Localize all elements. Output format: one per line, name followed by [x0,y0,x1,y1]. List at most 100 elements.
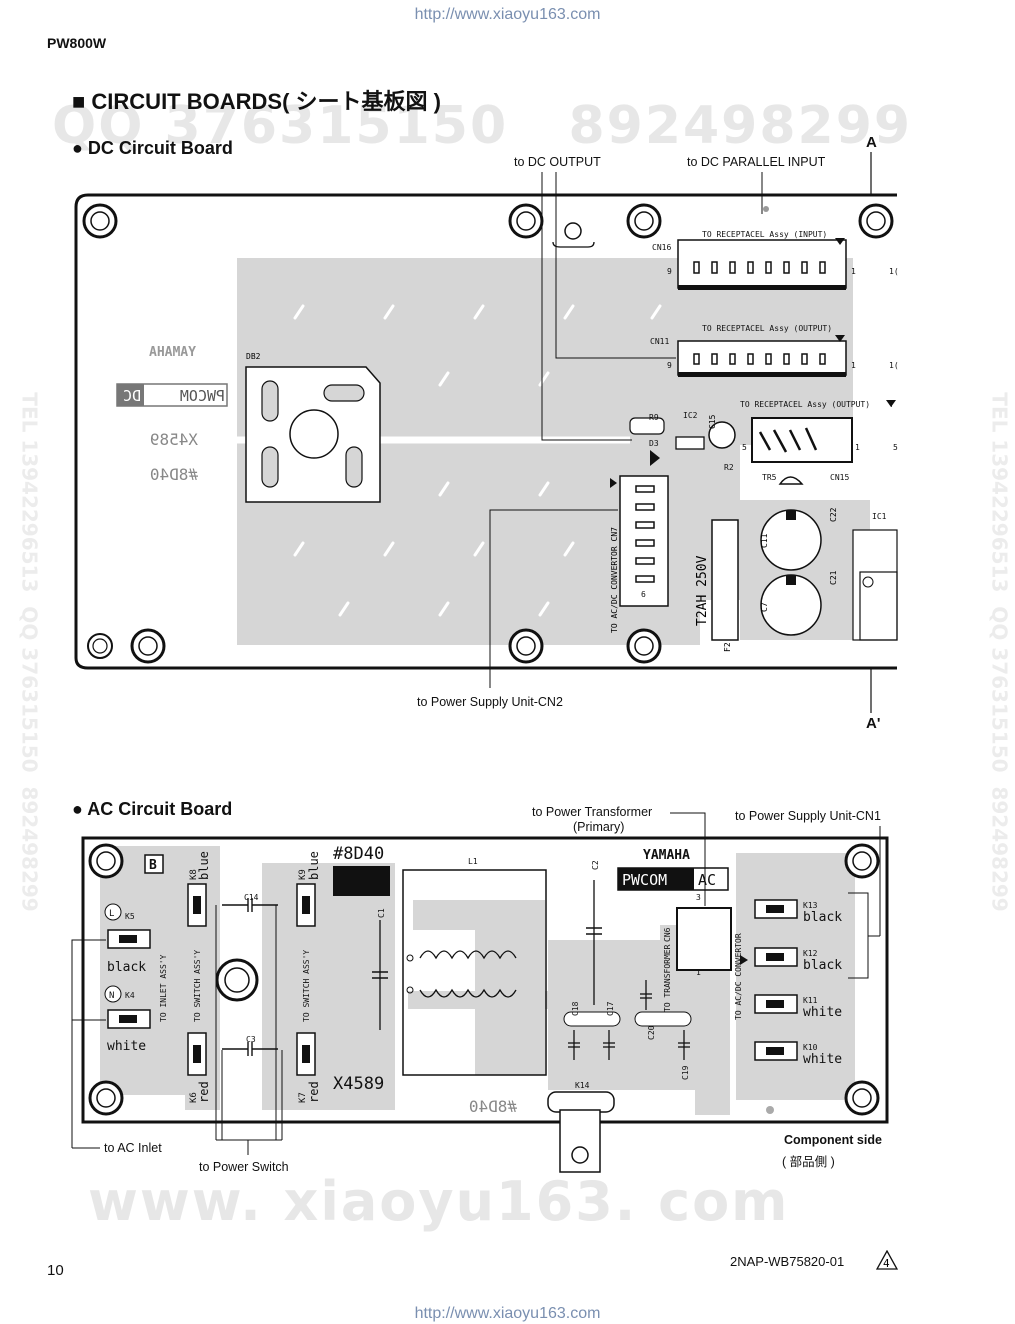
silk-label-c21: C21 [829,570,838,585]
model-name: PW800W [47,35,107,51]
silk-label-blue2: blue [307,851,321,880]
silk-label-edge3: T [889,400,894,409]
silk-label-cn11: CN11 [650,337,669,346]
marker-a-prime: A' [866,715,881,732]
document-id: 2NAP-WB75820-01 [730,1254,845,1269]
marker-a: A [866,134,877,151]
silk-label-c18: C18 [571,1001,580,1016]
svg-text:DB2: DB2 [246,352,261,361]
section-title: ■ CIRCUIT BOARDS( シート基板図 ) [72,89,441,114]
silk-label-c3: C3 [246,1035,256,1044]
silk-label-edge2: 1( [889,361,899,370]
svg-text:YAMAHA: YAMAHA [149,345,196,360]
silk-label-cn16: CN16 [652,243,671,252]
silk-label-red1: red [197,1081,211,1103]
silk-label-c2: C2 [591,860,600,870]
silk-label-k6: K6 [189,1092,199,1103]
silk-label-pin9b: 9 [667,361,672,370]
to-dc-output-label: to DC OUTPUT [514,155,601,169]
silk-label-c22: C22 [829,507,838,522]
silk-label-acdc: TO AC/DC CONVERTOR [734,933,743,1020]
silk-label-k10: K10 [803,1043,818,1052]
silk-label-pin6: 6 [641,590,646,599]
ac-circuit-board: K5 K4 C14 C3 L1 K14 3 1 K13 K12 K11 K10 … [71,812,889,1173]
silk-label-n: N [109,991,114,1001]
revision-triangle-icon: 4 [876,1250,898,1270]
to-power-transformer-label: to Power Transformer [532,805,653,819]
silk-label-white: white [107,1039,146,1054]
silk-label-c19: C19 [681,1065,690,1080]
svg-text:PWCOM: PWCOM [180,387,225,405]
silk-label-c17: C17 [606,1001,615,1016]
silk-label-tr5: TR5 [762,473,777,482]
primary-label: (Primary) [573,820,625,834]
silk-label-l1: L1 [468,857,478,866]
silk-label-white2: white [803,1005,842,1020]
silk-label-k9: K9 [298,869,308,880]
silk-label-black2: black [803,910,842,925]
silk-label-red2: red [307,1081,321,1103]
svg-text:DC: DC [123,387,141,405]
silk-label-c1: C1 [377,908,386,918]
watermark-qq: QQ 376315150 892498299 [52,96,913,156]
bottom-url[interactable]: http://www.xiaoyu163.com [414,1305,601,1322]
silk-label-k7: K7 [298,1092,308,1103]
silk-label-k5: K5 [125,912,135,921]
silk-label-pin1: 1 [696,968,701,977]
silk-label-black3: black [803,958,842,973]
silk-label-b: B [149,858,157,873]
svg-text:X4589: X4589 [150,430,198,449]
to-dc-parallel-input-label: to DC PARALLEL INPUT [687,155,826,169]
silk-label-n8d40-mirror: #8D40 [469,1097,517,1116]
silk-label-r2: R2 [724,463,734,472]
silk-label-revision: 4 [883,1257,890,1270]
silk-label-white3: white [803,1052,842,1067]
silk-label-c14: C14 [244,893,259,902]
top-url[interactable]: http://www.xiaoyu163.com [414,6,601,23]
component-side-label: Component side [784,1133,882,1147]
ac-board-title: ● AC Circuit Board [72,799,233,819]
silk-label-blue1: blue [197,851,211,880]
silk-label-c15: C15 [708,414,717,429]
silk-label-receptacle-output2: TO RECEPTACEL Assy (OUTPUT) [740,400,870,409]
to-power-supply-cn1-label: to Power Supply Unit-CN1 [735,809,881,823]
silk-label-k4: K4 [125,991,135,1000]
dc-board-title: ● DC Circuit Board [72,138,233,158]
silk-label-k11: K11 [803,996,818,1005]
silk-label-pin1b: 1 [851,361,856,370]
watermark-site: www. xiaoyu163. com [88,1170,790,1233]
silk-label-k8: K8 [189,869,199,880]
silk-label-yamaha: YAMAHA [643,848,690,863]
silk-label-r9: R9 [649,413,659,422]
silk-label-inlet: TO INLET ASS'Y [159,954,168,1022]
silk-label-d3: D3 [649,439,659,448]
silk-label-ic2: IC2 [683,411,698,420]
silk-label-pin3: 3 [696,893,701,902]
to-power-switch-label: to Power Switch [199,1160,289,1174]
silk-label-x4589: X4589 [333,1074,384,1094]
silk-label-receptacle-output: TO RECEPTACEL Assy (OUTPUT) [702,324,832,333]
silk-label-f2: F2 [723,642,732,652]
silk-label-black: black [107,960,146,975]
silk-label-edge1: 1( [889,267,899,276]
silk-label-pwcom: PWCOM [622,871,667,889]
silk-label-k14: K14 [575,1081,590,1090]
silk-label-cn15: CN15 [830,473,849,482]
silk-label-k12: K12 [803,949,818,958]
silk-label-pin1a: 1 [851,267,856,276]
silk-label-c20: C20 [647,1025,656,1040]
silk-label-ac: AC [698,871,716,889]
silk-label-receptacle-input: TO RECEPTACEL Assy (INPUT) [702,230,827,239]
silk-label-switch2: TO SWITCH ASS'Y [302,950,311,1022]
silk-label-pin9a: 9 [667,267,672,276]
svg-text:#8D40: #8D40 [150,465,198,484]
silk-label-cn6: CN6 [663,927,672,942]
silk-label-pin5: 5 [742,443,747,452]
silk-label-to-transformer: TO TRANSFORMER [663,944,672,1012]
to-power-supply-cn2-label: to Power Supply Unit-CN2 [417,695,563,709]
silk-label-acdc-conv: TO AC/DC CONVERTOR CN7 [610,527,619,633]
silk-label-switch1: TO SWITCH ASS'Y [193,950,202,1022]
silk-label-ic1: IC1 [872,512,887,521]
silk-label-l: L [109,909,114,919]
to-ac-inlet-label: to AC Inlet [104,1141,162,1155]
